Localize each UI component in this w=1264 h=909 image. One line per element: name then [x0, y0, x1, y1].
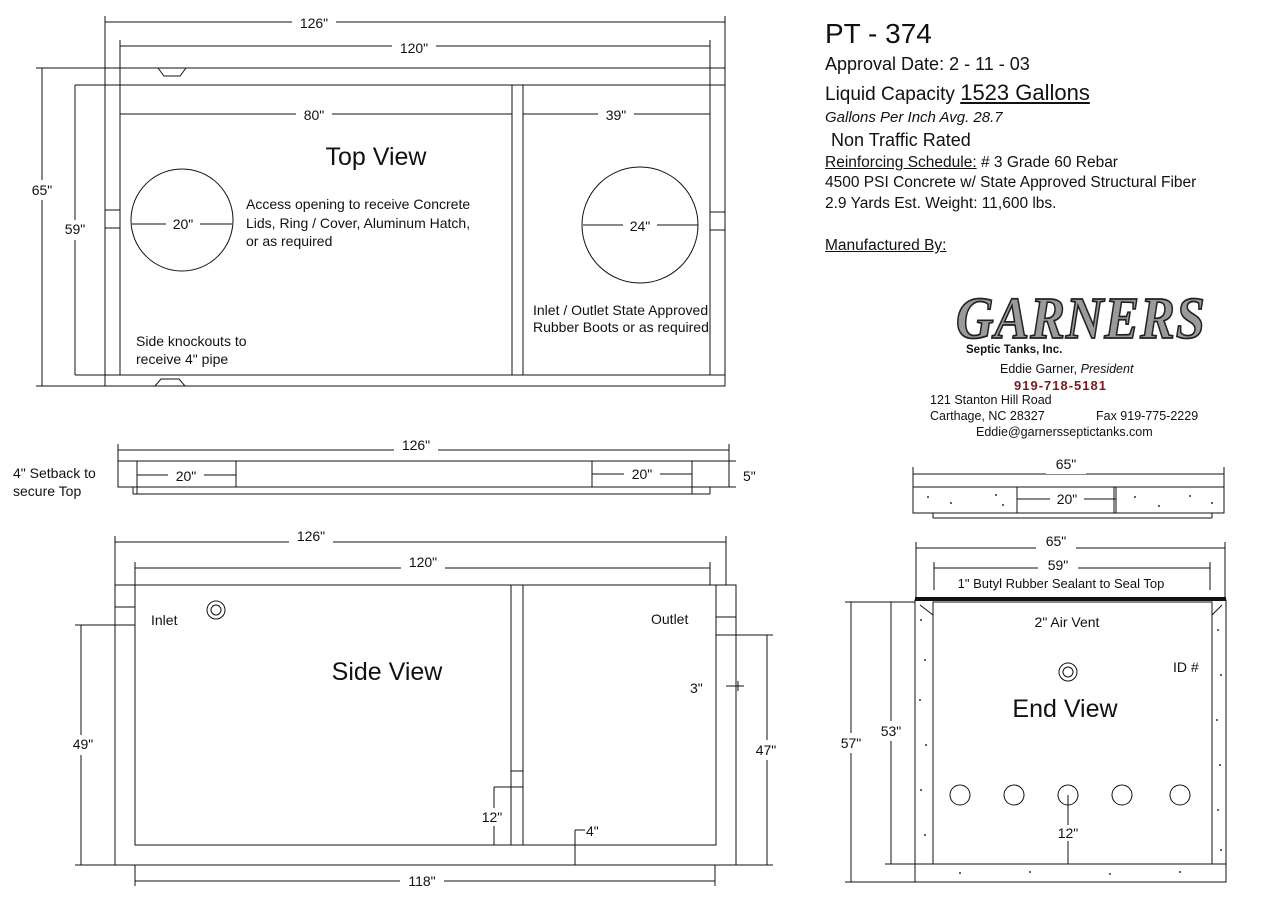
side-dim-bottom-length: 118": [408, 873, 435, 889]
gallons-per-inch: Gallons Per Inch Avg. 28.7: [825, 108, 1003, 126]
outlet-label: Outlet: [651, 611, 688, 627]
liquid-capacity: Liquid Capacity 1523 Gallons: [825, 80, 1255, 106]
end-knockout-4: [1111, 784, 1133, 806]
note-knockouts-2: receive 4" pipe: [136, 351, 228, 367]
end-dim-overall-height: 57": [841, 735, 862, 751]
lid-end-dim-width: 65": [1056, 456, 1077, 472]
end-dim-hole-height: 12": [1058, 825, 1079, 841]
traffic-rating: Non Traffic Rated: [831, 129, 971, 150]
brand-logo: GARNERS: [955, 285, 1206, 352]
note-access-3: or as required: [246, 233, 332, 249]
id-label: ID #: [1173, 659, 1199, 675]
capacity-value: 1523 Gallons: [960, 79, 1090, 105]
side-vent-fitting: [206, 600, 226, 620]
manufacturer-logo: GARNERS Septic Tanks, Inc. Eddie Garner,…: [930, 285, 1210, 445]
end-knockout-5: [1169, 784, 1191, 806]
manufactured-by: Manufactured By:: [825, 237, 947, 255]
setback-note-2: secure Top: [13, 483, 81, 499]
note-inlet-2: Rubber Boots or as required: [533, 319, 709, 335]
top-view-outline: [104, 67, 726, 387]
owner-line: Eddie Garner, President: [1000, 362, 1133, 376]
spec-block: PT - 374 Approval Date: 2 - 11 - 03 Liqu…: [825, 18, 1255, 255]
opening-left-dim: 20": [173, 216, 194, 232]
end-view-title: End View: [1012, 695, 1118, 723]
model-number: PT - 374: [825, 18, 932, 49]
owner-name: Eddie Garner,: [1000, 362, 1078, 376]
access-opening-left: [130, 168, 234, 272]
side-view-outline: [114, 584, 737, 866]
reinforcing-label: Reinforcing Schedule:: [825, 153, 977, 171]
lid-opening-right: 20": [632, 466, 653, 482]
setback-note-1: 4" Setback to: [13, 465, 96, 481]
top-dim-main-compartment: 80": [304, 107, 325, 123]
weight-spec: 2.9 Yards Est. Weight: 11,600 lbs.: [825, 195, 1057, 213]
reinforcing-schedule: Reinforcing Schedule: # 3 Grade 60 Rebar: [825, 154, 1255, 172]
concrete-spec: 4500 PSI Concrete w/ State Approved Stru…: [825, 174, 1197, 192]
top-dim-inner-length: 120": [400, 40, 428, 56]
end-knockout-1: [949, 784, 971, 806]
end-vent-fitting: [1058, 662, 1078, 682]
top-dim-second-compartment: 39": [606, 107, 627, 123]
end-knockout-2: [1003, 784, 1025, 806]
top-dim-overall-width: 65": [32, 182, 53, 198]
side-dim-floor: 4": [586, 823, 599, 839]
top-dim-overall-length: 126": [300, 15, 328, 31]
lid-side-outline: [117, 460, 730, 488]
end-view: 65" 59" 1" Butyl Rubber Sealant to Seal …: [836, 532, 1227, 883]
lid-side-view: 126" 20" 20" 5" 4" Setback to secure Top: [13, 436, 756, 499]
fax-number: Fax 919-775-2229: [1096, 409, 1199, 423]
capacity-label: Liquid Capacity: [825, 83, 955, 105]
top-view-title: Top View: [326, 143, 428, 171]
side-dim-outlet-height: 47": [756, 742, 777, 758]
end-dim-inner-width: 59": [1048, 557, 1069, 573]
side-dim-overall-length: 126": [297, 528, 325, 544]
reinforcing-value: # 3 Grade 60 Rebar: [980, 153, 1118, 171]
lift-notch-top: [157, 67, 187, 77]
opening-right-dim: 24": [630, 218, 651, 234]
note-knockouts-1: Side knockouts to: [136, 333, 247, 349]
sealant-note: 1" Butyl Rubber Sealant to Seal Top: [958, 576, 1165, 591]
lid-end-opening: 20": [1057, 491, 1078, 507]
note-access-2: Lids, Ring / Cover, Aluminum Hatch,: [246, 215, 470, 231]
side-dim-baffle-gap: 12": [482, 809, 503, 825]
lift-notch-bottom: [154, 378, 186, 387]
email-address: Eddie@garnersseptictanks.com: [976, 425, 1153, 439]
air-vent-label: 2" Air Vent: [1035, 614, 1100, 630]
side-view: 126" 120" 118" Inlet Outlet 49" 47" 3": [66, 527, 784, 890]
top-dim-inner-width: 59": [65, 221, 86, 237]
lid-end-view: 65" 20": [912, 456, 1225, 519]
approval-date: Approval Date: 2 - 11 - 03: [825, 54, 1030, 75]
lid-end-outline: [912, 486, 1225, 514]
end-dim-inner-height: 53": [881, 723, 902, 739]
owner-title: President: [1080, 362, 1134, 376]
end-dim-outer-width: 65": [1046, 533, 1067, 549]
side-dim-inner-length: 120": [409, 554, 437, 570]
note-access-1: Access opening to receive Concrete: [246, 196, 470, 212]
company-name: Septic Tanks, Inc.: [966, 344, 1063, 356]
address-line-1: 121 Stanton Hill Road: [930, 393, 1052, 407]
side-view-title: Side View: [332, 658, 444, 686]
side-dim-outlet-drop: 3": [690, 680, 703, 696]
inlet-label: Inlet: [151, 612, 178, 628]
note-inlet-1: Inlet / Outlet State Approved: [533, 302, 708, 318]
lid-opening-left: 20": [176, 468, 197, 484]
side-dim-inlet-height: 49": [73, 736, 94, 752]
phone-number: 919-718-5181: [1014, 378, 1107, 393]
address-line-2: Carthage, NC 28327: [930, 409, 1045, 423]
lid-dim-length: 126": [402, 437, 430, 453]
top-view: 126" 120" 80" 39" 65" 59" 20" 24" T: [26, 13, 726, 387]
lid-thickness: 5": [743, 468, 756, 484]
